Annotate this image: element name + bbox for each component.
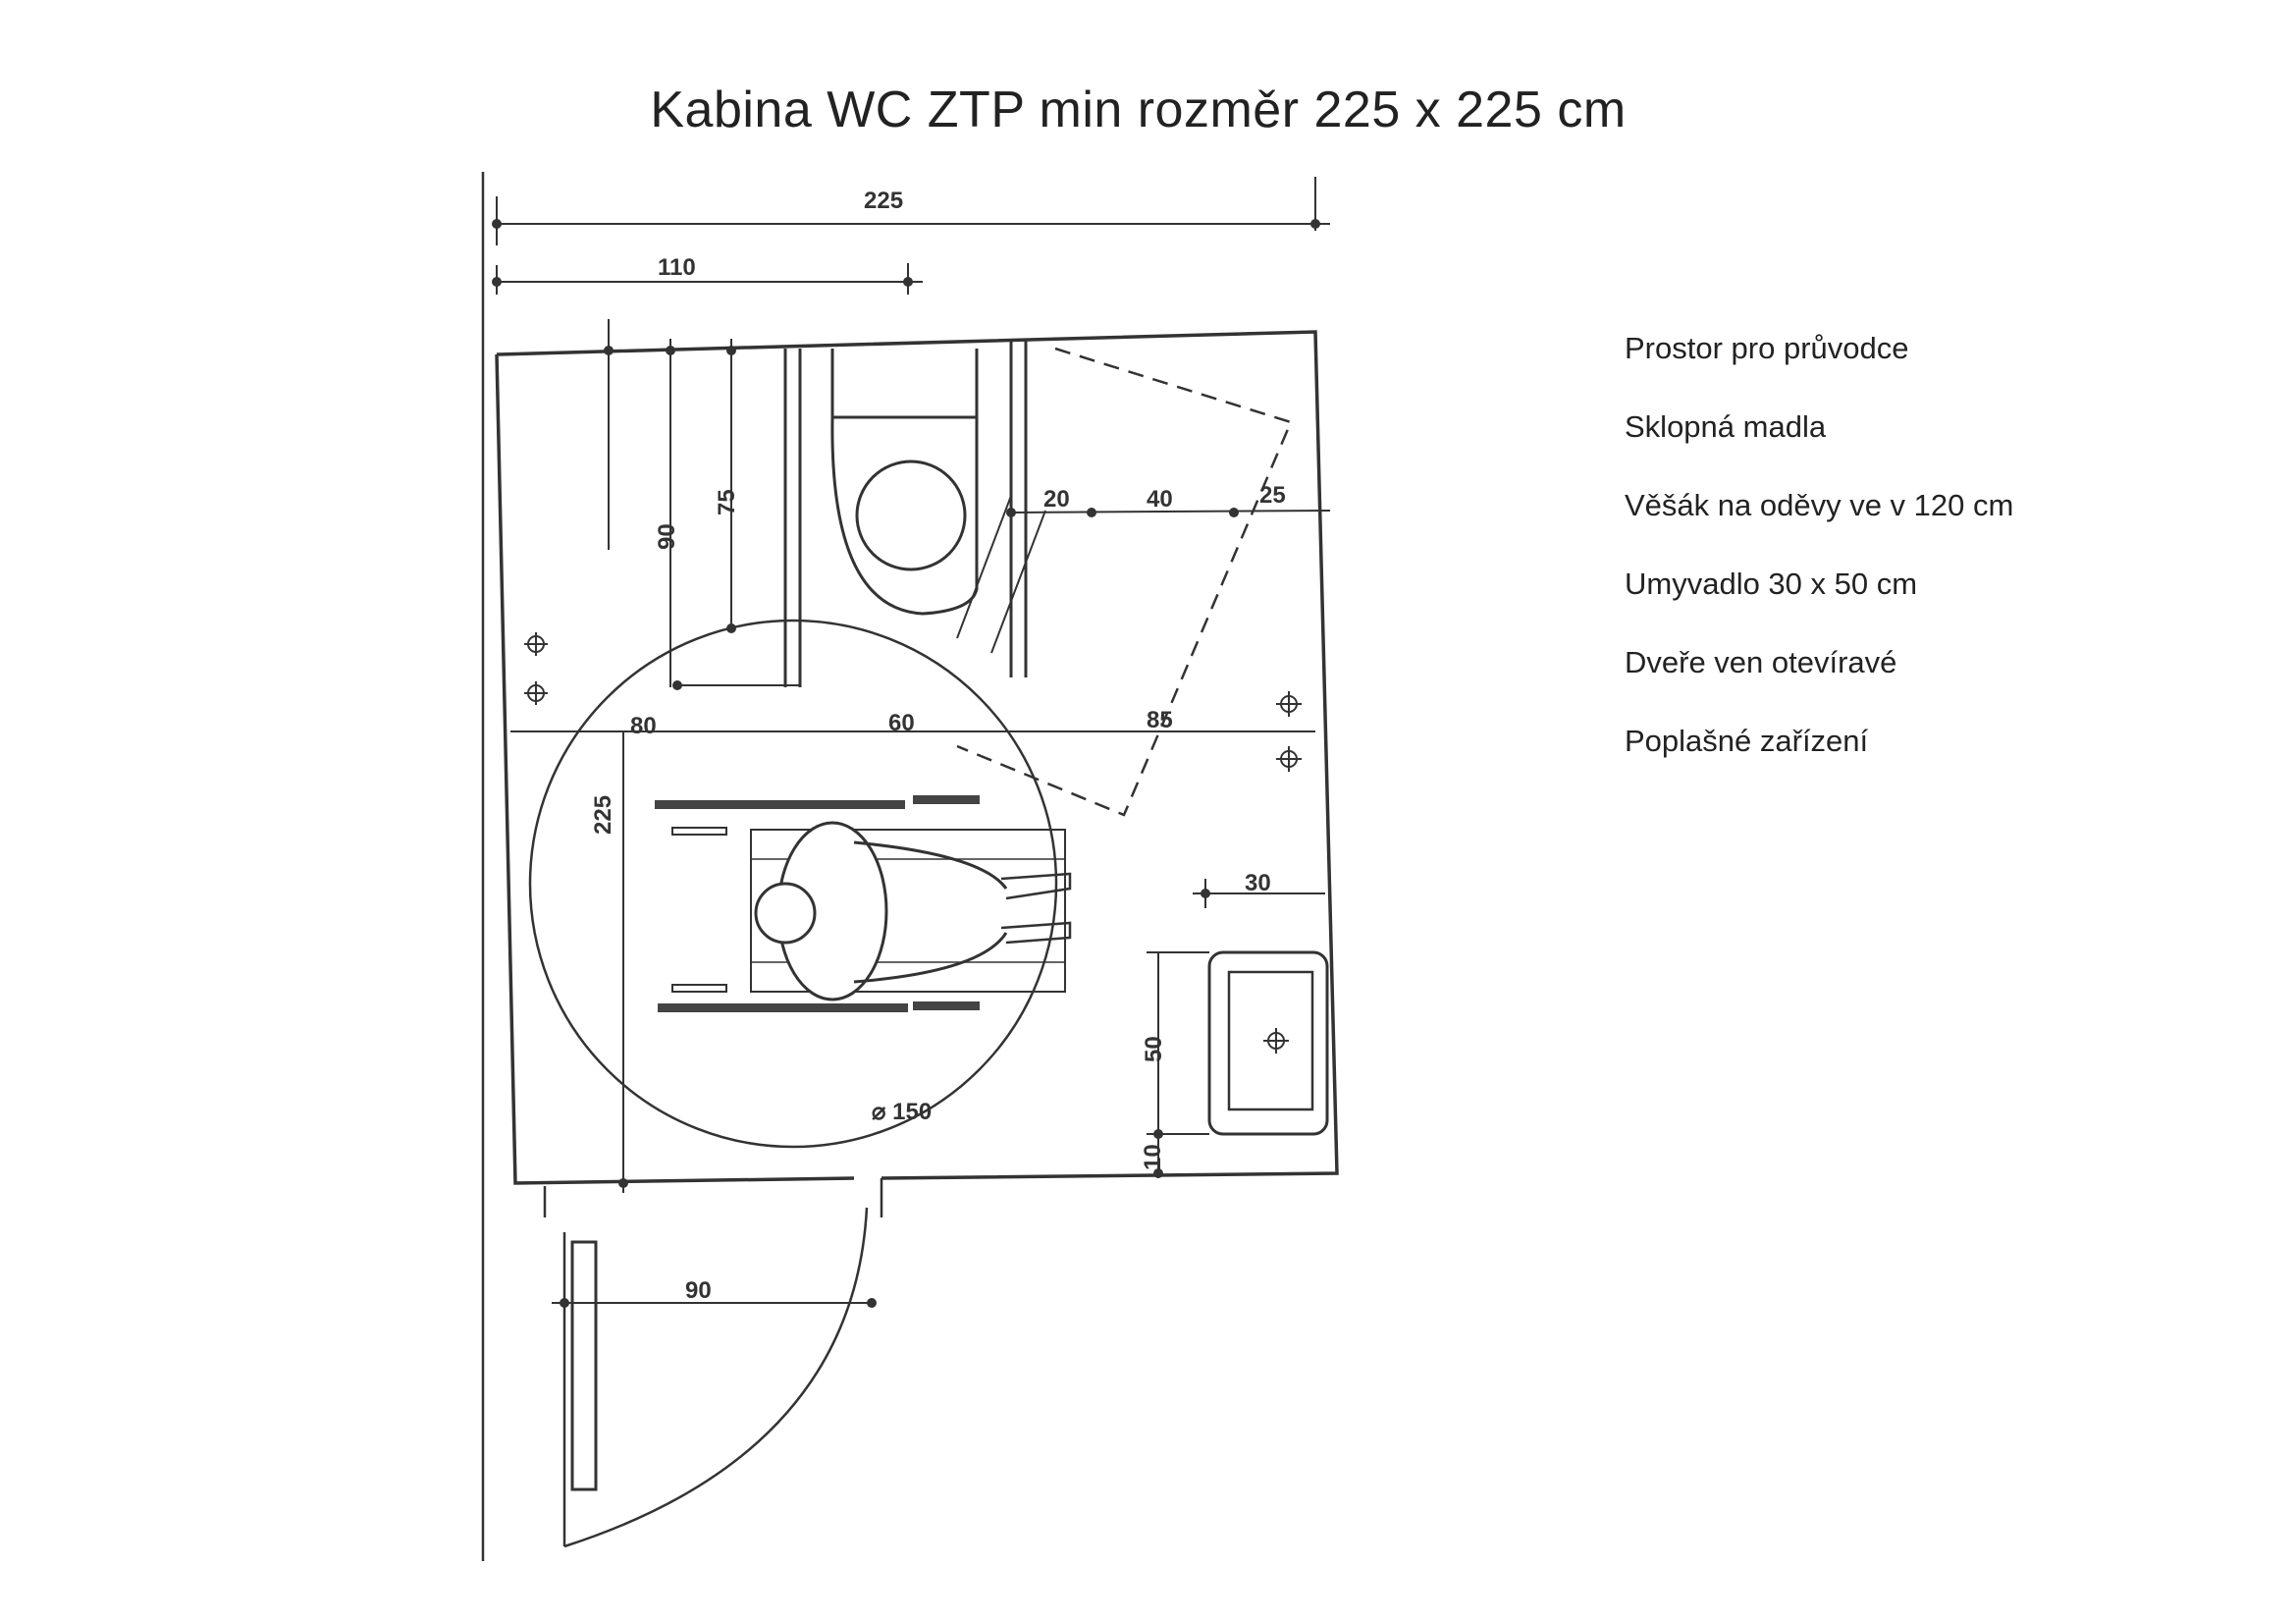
dim-gap-20: 20 (1043, 486, 1070, 513)
legend-item: Prostor pro průvodce (1625, 331, 1909, 365)
legend-item: Umyvadlo 30 x 50 cm (1625, 567, 1918, 601)
dim-gap-40: 40 (1147, 486, 1173, 513)
legend-item: Poplašné zařízení (1625, 724, 1869, 758)
legend-item: Dveře ven otevíravé (1625, 645, 1897, 679)
page-title: Kabina WC ZTP min rozměr 225 x 225 cm (650, 81, 1627, 138)
dim-sink-offset: 10 (1140, 1144, 1166, 1170)
dim-depth-90: 90 (654, 523, 680, 550)
dim-gap-25: 25 (1259, 482, 1286, 509)
dim-seg-85: 85 (1147, 707, 1173, 733)
dim-seg-60: 60 (888, 710, 915, 736)
dim-overall-depth: 225 (590, 795, 616, 835)
dim-depth-75: 75 (714, 489, 740, 515)
legend-item: Sklopná madla (1625, 409, 1827, 444)
dim-sink-width: 50 (1141, 1036, 1167, 1062)
legend-item: Věšák na oděvy ve v 120 cm (1625, 488, 2014, 522)
dim-turning-circle: ⌀ 150 (872, 1099, 932, 1125)
dim-toilet-axis: 110 (658, 254, 696, 281)
dim-overall-width: 225 (864, 188, 903, 214)
dim-seg-80: 80 (630, 713, 657, 739)
legend-list: Prostor pro průvodce Sklopná madla Věšák… (1625, 329, 2013, 800)
dim-sink-depth: 30 (1245, 870, 1271, 896)
dim-door-width: 90 (685, 1277, 712, 1304)
